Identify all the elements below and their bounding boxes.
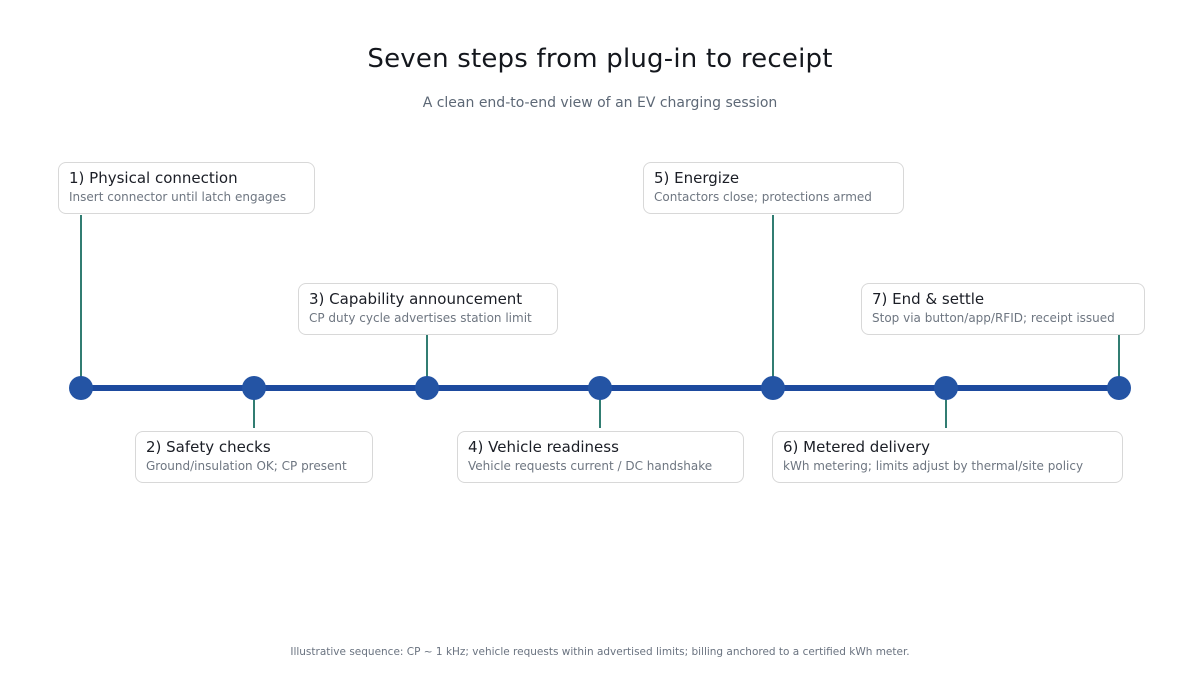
step-subtitle: CP duty cycle advertises station limit <box>309 311 532 325</box>
step-title: 7) End & settle <box>872 290 985 308</box>
page-subtitle: A clean end-to-end view of an EV chargin… <box>422 95 778 111</box>
step-box-2: 2) Safety checks Ground/insulation OK; C… <box>135 431 373 483</box>
timeline-node-4 <box>588 376 612 400</box>
timeline-node-3 <box>415 376 439 400</box>
timeline-node-2 <box>242 376 266 400</box>
connector-step-3 <box>426 335 428 382</box>
step-title: 6) Metered delivery <box>783 438 931 456</box>
step-title: 2) Safety checks <box>146 438 271 456</box>
step-subtitle: Insert connector until latch engages <box>69 190 287 204</box>
step-subtitle: Vehicle requests current / DC handshake <box>468 459 713 473</box>
step-box-1: 1) Physical connection Insert connector … <box>58 162 315 214</box>
footnote: Illustrative sequence: CP ~ 1 kHz; vehic… <box>290 646 910 658</box>
step-box-4: 4) Vehicle readiness Vehicle requests cu… <box>457 431 744 483</box>
step-box-7: 7) End & settle Stop via button/app/RFID… <box>861 283 1145 335</box>
step-subtitle: Stop via button/app/RFID; receipt issued <box>872 311 1115 325</box>
step-box-6: 6) Metered delivery kWh metering; limits… <box>772 431 1123 483</box>
timeline-node-7 <box>1107 376 1131 400</box>
connector-step-2 <box>253 394 255 428</box>
step-title: 1) Physical connection <box>69 169 238 187</box>
step-box-3: 3) Capability announcement CP duty cycle… <box>298 283 558 335</box>
step-title: 4) Vehicle readiness <box>468 438 619 456</box>
step-title: 5) Energize <box>654 169 740 187</box>
step-title: 3) Capability announcement <box>309 290 523 308</box>
step-subtitle: Ground/insulation OK; CP present <box>146 459 347 473</box>
connector-step-6 <box>945 394 947 428</box>
connector-step-5 <box>772 215 774 382</box>
timeline-node-5 <box>761 376 785 400</box>
step-box-5: 5) Energize Contactors close; protection… <box>643 162 904 214</box>
step-subtitle: Contactors close; protections armed <box>654 190 872 204</box>
timeline-node-1 <box>69 376 93 400</box>
step-subtitle: kWh metering; limits adjust by thermal/s… <box>783 459 1084 473</box>
connector-step-4 <box>599 394 601 428</box>
timeline-node-6 <box>934 376 958 400</box>
page-title: Seven steps from plug-in to receipt <box>367 44 833 74</box>
connector-step-1 <box>80 215 82 382</box>
connector-step-7 <box>1118 335 1120 382</box>
